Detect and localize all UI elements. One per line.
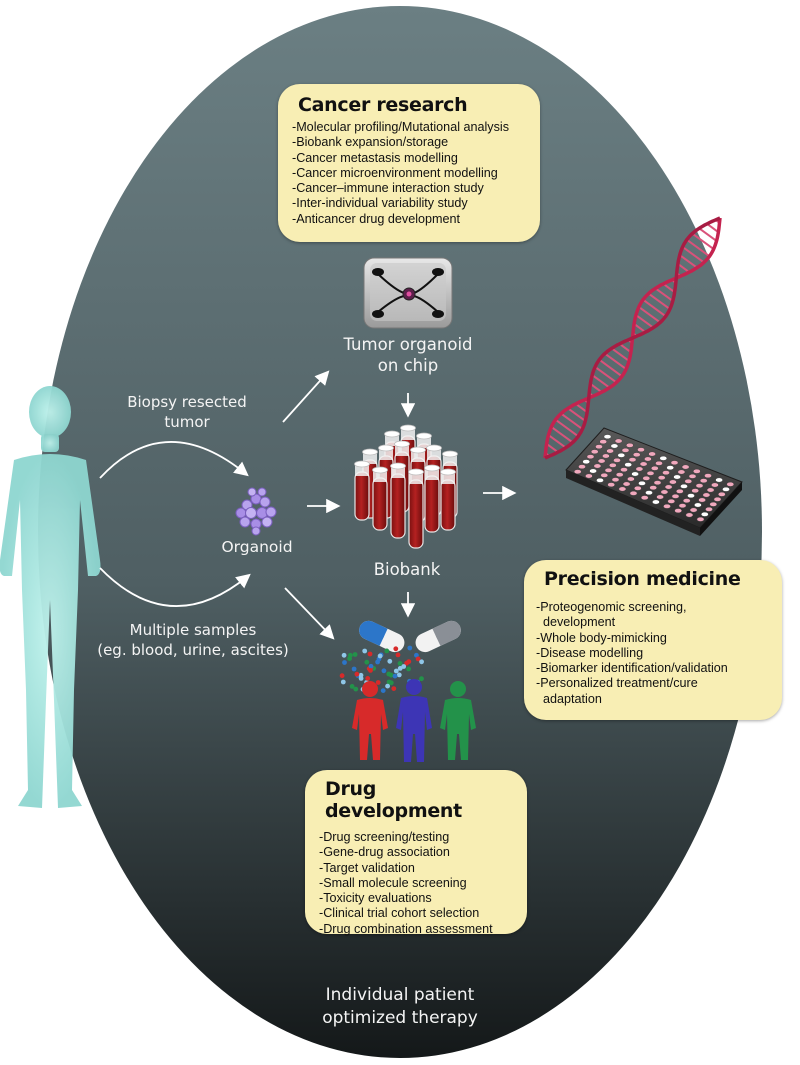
patient-blue-icon [396, 679, 432, 762]
organoid-label: Organoid [221, 538, 293, 556]
arrow-organoid-to-chip [282, 370, 330, 423]
drug-development-item: -Toxicity evaluations [319, 891, 432, 906]
drug-development-title: Drug development [325, 778, 462, 822]
cancer-research-item: -Molecular profiling/Mutational analysis [292, 120, 509, 134]
biopsy-label-line2: tumor [164, 413, 210, 431]
precision-medicine-title: Precision medicine [544, 568, 741, 590]
drug-development-item: -Drug combination assessment [319, 921, 493, 936]
bottom-caption-line2: optimized therapy [322, 1008, 478, 1028]
drug-development-list: -Drug screening/testing-Gene-drug associ… [319, 830, 517, 937]
well-plate-icon [565, 427, 743, 536]
biobank-tubes-icon [354, 424, 458, 549]
precision-medicine-item: -Whole body-mimicking [536, 630, 667, 645]
biobank-label: Biobank [373, 560, 441, 579]
precision-medicine-list: -Proteogenomic screening, development-Wh… [536, 600, 772, 707]
samples-arrow [99, 567, 251, 607]
precision-medicine-item: development [536, 615, 616, 630]
biopsy-label: Biopsy resected tumor [92, 392, 282, 432]
cancer-research-item: -Inter-individual variability study [292, 196, 468, 211]
bottom-caption: Individual patient optimized therapy [290, 984, 510, 1030]
precision-medicine-item: adaptation [536, 691, 602, 706]
arrow-organoid-to-drug [284, 587, 335, 640]
human-figure-icon [0, 386, 101, 808]
cancer-research-item: -Anticancer drug development [292, 211, 461, 226]
dna-helix-icon [543, 216, 722, 460]
drug-development-item: -Small molecule screening [319, 875, 467, 890]
biopsy-label-line1: Biopsy resected [127, 393, 247, 411]
drug-development-item: -Drug screening/testing [319, 830, 450, 844]
precision-medicine-item: -Proteogenomic screening, [536, 600, 687, 614]
drug-development-item: -Clinical trial cohort selection [319, 906, 480, 921]
chip-label-line2: on chip [377, 356, 439, 375]
precision-medicine-item: -Disease modelling [536, 645, 644, 660]
multiple-samples-line2: (eg. blood, urine, ascites) [97, 641, 289, 659]
drug-development-item: -Target validation [319, 860, 415, 875]
bottom-caption-line1: Individual patient [325, 985, 475, 1005]
chip-label-line1: Tumor organoid [343, 335, 473, 354]
organoid-icon [235, 487, 277, 536]
drug-development-box: Drug development -Drug screening/testing… [305, 770, 527, 937]
drug-capsule-icon [359, 620, 461, 653]
cancer-research-item: -Cancer–immune interaction study [292, 181, 484, 196]
precision-medicine-item: -Biomarker identification/validation [536, 661, 728, 676]
cancer-research-item: -Cancer metastasis modelling [292, 150, 458, 165]
multiple-samples-label: Multiple samples (eg. blood, urine, asci… [78, 620, 308, 660]
chip-label: Tumor organoid on chip [320, 334, 496, 376]
biopsy-arrow [99, 441, 249, 479]
organ-chip-icon [363, 257, 453, 329]
cancer-research-list: -Molecular profiling/Mutational analysis… [292, 120, 528, 227]
cancer-research-box: Cancer research -Molecular profiling/Mut… [278, 84, 540, 242]
precision-medicine-box: Precision medicine -Proteogenomic screen… [524, 560, 782, 720]
patient-red-icon [352, 681, 388, 760]
cancer-research-title: Cancer research [298, 94, 468, 116]
precision-medicine-item: -Personalized treatment/cure [536, 676, 698, 691]
cancer-research-item: -Biobank expansion/storage [292, 135, 449, 150]
patient-green-icon [440, 681, 476, 760]
drug-development-item: -Gene-drug association [319, 845, 450, 860]
cancer-research-item: -Cancer microenvironment modelling [292, 165, 498, 180]
multiple-samples-line1: Multiple samples [129, 621, 257, 639]
